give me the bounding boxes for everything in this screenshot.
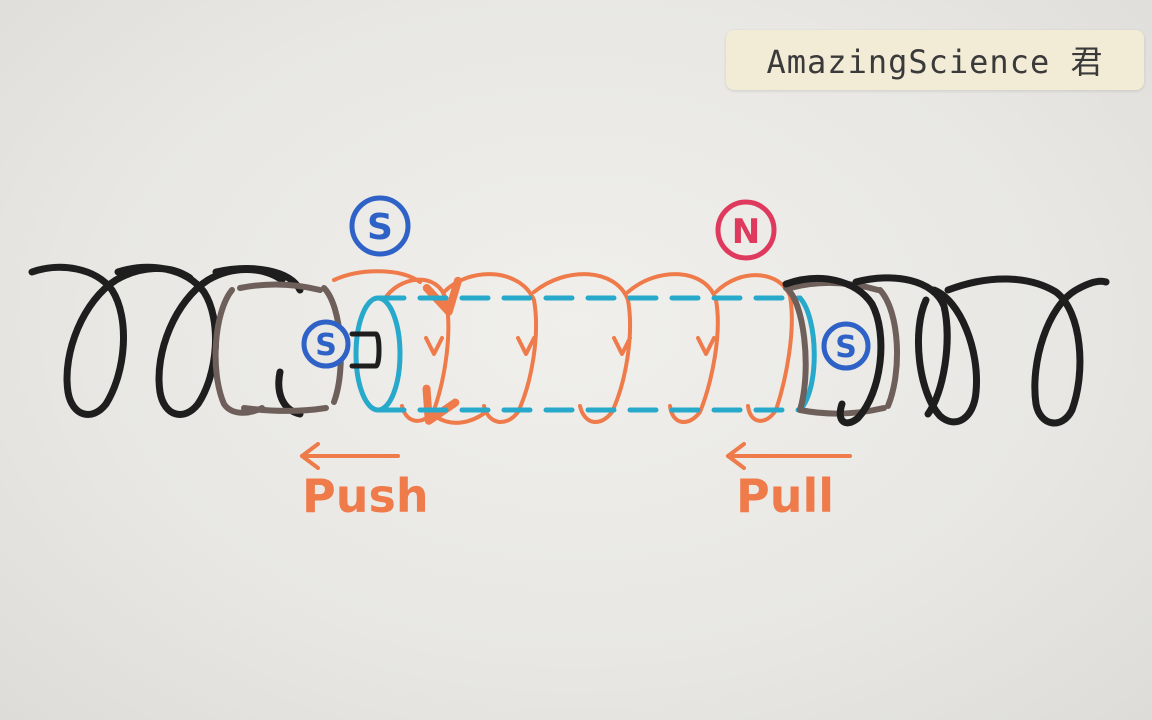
pole-magnet-left-letter: S	[315, 328, 337, 363]
pole-top-left-letter: S	[367, 207, 393, 248]
pole-marker-top-left: S	[349, 195, 411, 257]
pole-marker-magnet-right: S	[821, 321, 871, 371]
pole-magnet-right-letter: S	[835, 330, 857, 365]
left-coil	[28, 263, 304, 418]
watermark-text: AmazingScience 君	[766, 43, 1104, 81]
push-arrow	[300, 442, 400, 470]
battery-terminal	[349, 331, 382, 369]
pole-marker-magnet-left: S	[301, 319, 351, 369]
right-coil	[782, 274, 1110, 427]
pull-arrow	[726, 442, 852, 470]
push-label: Push	[302, 469, 429, 523]
field-loops	[332, 269, 794, 425]
magnet-cylinder	[353, 295, 817, 413]
pole-marker-top-right: N	[715, 199, 777, 261]
pull-label: Pull	[736, 469, 834, 523]
watermark-badge: AmazingScience 君	[726, 30, 1144, 90]
pole-top-right-letter: N	[732, 212, 760, 252]
